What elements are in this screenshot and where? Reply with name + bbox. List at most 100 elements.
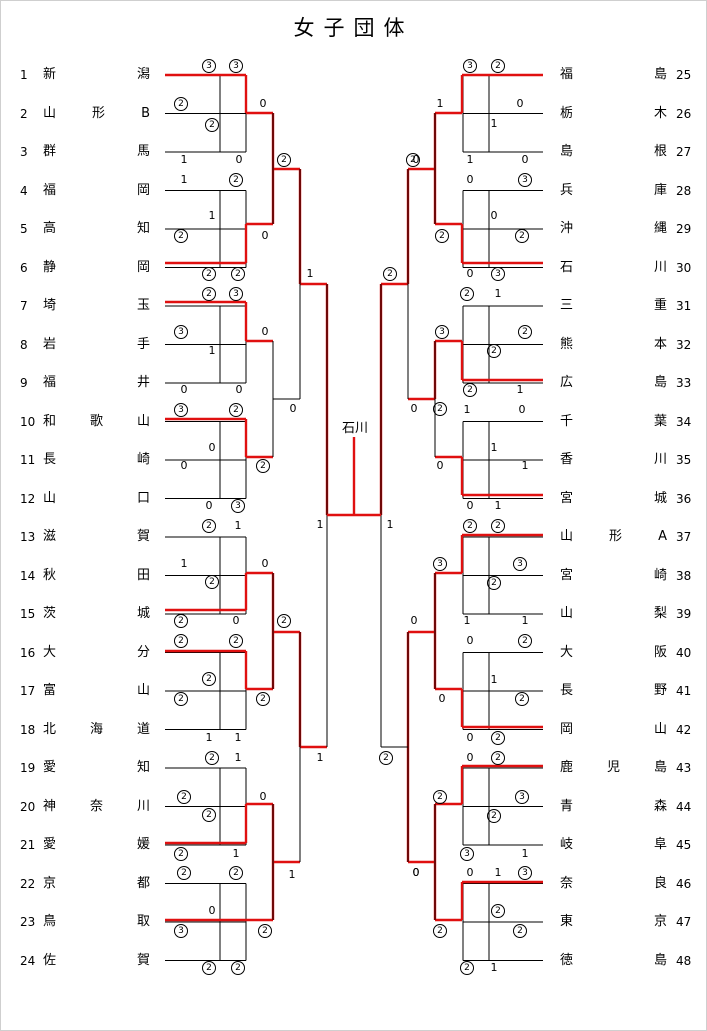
- score: 0: [261, 229, 269, 242]
- team-name-char: 富: [43, 683, 57, 698]
- team-name-char: 山: [653, 721, 667, 737]
- score: 0: [412, 866, 420, 879]
- team-name-char: 三: [560, 298, 574, 313]
- team-name: 群馬: [43, 143, 150, 161]
- team-name-char: 青: [560, 798, 574, 814]
- team-name-char: 山: [560, 606, 574, 621]
- score-circled: 2: [491, 904, 505, 918]
- team-name-char: 山: [43, 105, 57, 121]
- score-circled: 3: [518, 173, 532, 187]
- team-name-char: 東: [560, 914, 574, 929]
- score-circled: 2: [433, 924, 447, 938]
- team-name-char: 和: [43, 413, 57, 429]
- team-name-char: 取: [136, 914, 150, 929]
- seed-number: 47: [676, 915, 692, 929]
- team-name: 兵庫: [560, 182, 667, 200]
- score-circled: 2: [174, 614, 188, 628]
- team-name-char: 岩: [43, 336, 57, 352]
- seed-number: 26: [676, 106, 692, 121]
- score: 1: [494, 866, 502, 879]
- score-circled: 2: [258, 924, 272, 938]
- team-name: 大分: [43, 644, 150, 662]
- seed-number: 44: [676, 799, 692, 814]
- team-name: 茨城: [43, 605, 150, 623]
- score: 0: [412, 866, 420, 879]
- score-circled: 3: [433, 557, 447, 571]
- team-name-char: 田: [136, 567, 150, 583]
- score-circled: 2: [256, 692, 270, 706]
- team-name: 熊本: [560, 336, 667, 354]
- team-name-char: 長: [560, 683, 574, 698]
- seed-number: 29: [676, 222, 692, 236]
- score-circled: 2: [491, 731, 505, 745]
- seed-number: 20: [20, 799, 36, 814]
- score: 1: [521, 459, 529, 472]
- seed-number: 27: [676, 145, 692, 159]
- score: 0: [466, 634, 474, 647]
- score-circled: 2: [202, 672, 216, 686]
- score: 0: [235, 153, 243, 166]
- seed-number: 42: [676, 722, 692, 737]
- team-name-char: 山: [136, 413, 150, 429]
- team-name-char: 福: [560, 67, 574, 82]
- team-name-char: 栃: [560, 105, 574, 121]
- team-name: 福島: [560, 66, 667, 84]
- score: 1: [494, 499, 502, 512]
- score-circled: 2: [513, 924, 527, 938]
- team-name-char: 徳: [560, 952, 574, 968]
- team-name: 福井: [43, 374, 150, 392]
- team-name-char: 縄: [653, 221, 667, 236]
- score-circled: 2: [406, 153, 420, 167]
- team-name: 山口: [43, 490, 150, 508]
- score: 0: [289, 402, 297, 415]
- team-name: 宮城: [560, 490, 667, 508]
- score: 1: [316, 751, 324, 764]
- score-circled: 2: [229, 866, 243, 880]
- score-circled: 2: [177, 790, 191, 804]
- score-circled: 2: [174, 229, 188, 243]
- team-name-char: 高: [43, 221, 57, 236]
- seed-number: 28: [676, 183, 692, 198]
- team-name-char: 森: [653, 798, 667, 814]
- score: 1: [180, 153, 188, 166]
- seed-number: 40: [676, 645, 692, 660]
- score: 1: [234, 751, 242, 764]
- score-circled: 2: [277, 153, 291, 167]
- team-name-char: 茨: [43, 606, 57, 621]
- team-name-char: 福: [43, 375, 57, 390]
- team-name-char: 大: [560, 644, 574, 660]
- score: 1: [306, 267, 314, 280]
- score-circled: 3: [518, 866, 532, 880]
- team-name-char: 広: [560, 375, 574, 390]
- score-circled: 2: [174, 634, 188, 648]
- score-circled: 2: [231, 961, 245, 975]
- team-name: 香川: [560, 451, 667, 469]
- seed-number: 46: [676, 876, 692, 891]
- score-circled: 2: [205, 118, 219, 132]
- score: 0: [180, 383, 188, 396]
- score: 0: [235, 383, 243, 396]
- team-name: 島根: [560, 143, 667, 161]
- team-name-char: 長: [43, 452, 57, 467]
- seed-number: 23: [20, 915, 36, 929]
- team-name-char: 兵: [560, 182, 574, 198]
- score-circled: 2: [383, 267, 397, 281]
- score: 1: [234, 519, 242, 532]
- seed-number: 36: [676, 491, 692, 506]
- seed-number: 5: [20, 222, 28, 236]
- team-name: 福岡: [43, 182, 150, 200]
- seed-number: 35: [676, 453, 692, 467]
- score-circled: 2: [463, 519, 477, 533]
- team-name-char: 宮: [560, 567, 574, 583]
- score-circled: 3: [174, 403, 188, 417]
- seed-number: 37: [676, 530, 692, 544]
- seed-number: 3: [20, 145, 28, 159]
- score-circled: 2: [229, 403, 243, 417]
- score-circled: 3: [202, 59, 216, 73]
- seed-number: 24: [20, 953, 36, 968]
- team-name-char: 知: [136, 221, 150, 236]
- team-name-char: 神: [43, 798, 57, 814]
- team-name-char: 愛: [43, 837, 57, 852]
- seed-number: 21: [20, 838, 36, 852]
- team-name-char: 島: [560, 144, 574, 159]
